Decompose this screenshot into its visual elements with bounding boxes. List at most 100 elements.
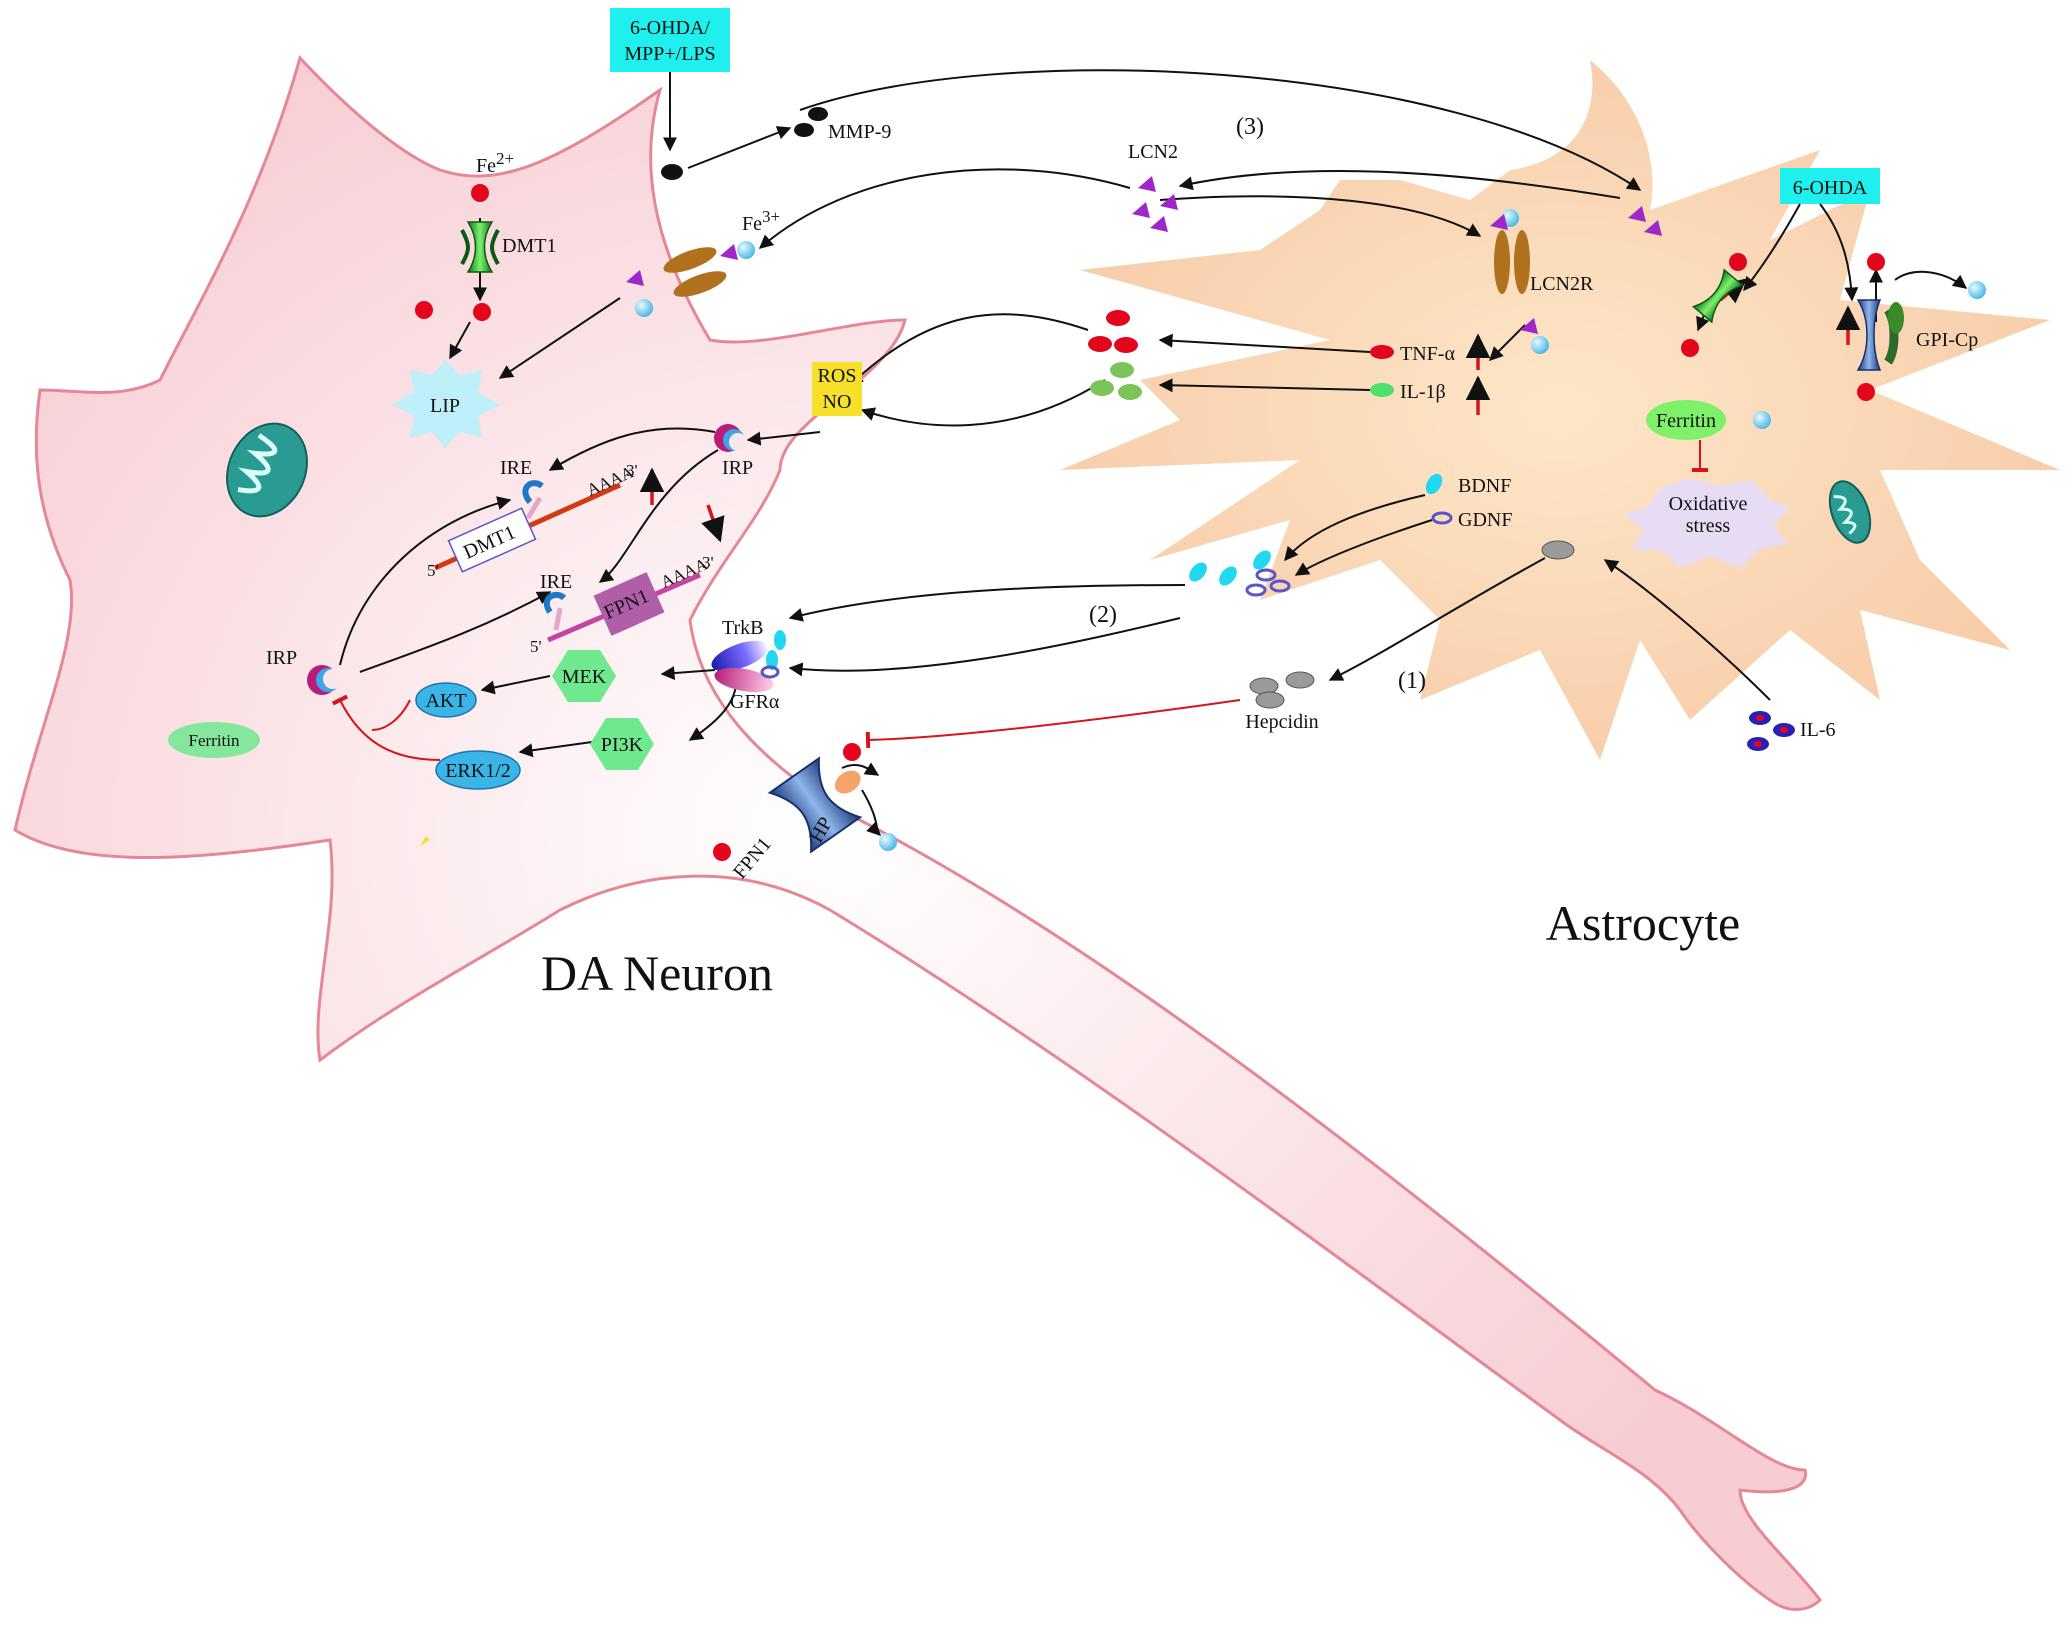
gpi-cp-shape (1888, 302, 1904, 334)
il1-molecule (1110, 362, 1134, 378)
hepcidin-label: Hepcidin (1245, 711, 1318, 733)
gdnf-molecule (1431, 511, 1453, 525)
arrow-bdnf-down (1284, 494, 1426, 562)
gdnf-molecule (1269, 579, 1291, 593)
dmt1-channel-astro (1691, 268, 1745, 324)
irp-right-label: IRP (722, 457, 753, 479)
hepcidin-group (1249, 540, 1575, 709)
three-bottom: 3' (702, 553, 714, 572)
mmp9-label: MMP-9 (828, 121, 891, 143)
ros-label: ROS (818, 365, 857, 387)
erk-label: ERK1/2 (445, 760, 511, 782)
il1-legend-dot (1370, 383, 1394, 397)
il6-group (1747, 711, 1795, 751)
il6-molecule (1780, 727, 1788, 733)
gpicp-label: GPI-Cp (1916, 329, 1978, 351)
fe2-dot (1681, 339, 1699, 357)
oxidative-stress-cloud (1624, 478, 1790, 568)
il1-molecule (1118, 384, 1142, 400)
arrow-irp-left-bottom (359, 591, 552, 673)
fe3-dot (737, 241, 755, 259)
erk-ellipse (435, 750, 521, 790)
down-arrow-fpn1 (701, 504, 725, 543)
lcn2-group (626, 176, 1662, 334)
irp-left (307, 665, 343, 695)
irp-right (714, 424, 747, 452)
arrow-neurotrophin-gfra (788, 617, 1181, 677)
inhibition-akt-line (371, 699, 411, 731)
mek-hexagon (552, 650, 616, 702)
arrow-fe-lip (449, 321, 471, 360)
fe3-dot (1531, 336, 1549, 354)
five-top: 5' (427, 561, 439, 580)
neuron-body (13, 55, 1822, 1611)
bdnf-molecule (1253, 550, 1271, 570)
arrow-il1-green (1158, 378, 1371, 393)
arrow-pi3k-erk (518, 741, 593, 758)
pathway-label-1: (1) (1398, 668, 1426, 694)
tnf-molecule (1088, 336, 1112, 352)
stimulus-astro-label: 6-OHDA (1793, 177, 1868, 199)
arrow-neurotrophin-trkb (788, 584, 1186, 622)
trkb-gfra-receptor (711, 630, 786, 693)
fe3-dot (635, 299, 653, 317)
stimulus-top-line2: MPP+/LPS (624, 43, 715, 65)
lcn2-triangle (1644, 220, 1662, 236)
pathway-label-3: (3) (1236, 114, 1264, 140)
pi3k-label: PI3K (601, 734, 644, 756)
lcn2-triangle (720, 244, 738, 260)
mmp9-molecule (661, 164, 683, 180)
neuron-mitochondrion (226, 422, 308, 518)
pathway-label-2: (2) (1089, 602, 1117, 628)
astrocyte-title: Astrocyte (1546, 895, 1740, 951)
five-bottom: 5' (530, 637, 542, 656)
kinase-group (415, 650, 654, 790)
arrow-tnf-red (1158, 333, 1371, 353)
arrow-to-mmp9 (687, 126, 792, 169)
dmt1-channel-neuron (460, 221, 500, 273)
lcn2-label: LCN2 (1128, 141, 1178, 163)
mmp9-molecule (794, 123, 814, 137)
yellow-mark (420, 836, 430, 846)
inhibition-group (331, 440, 1708, 761)
ire-top-label: IRE (500, 457, 532, 479)
lip-label: LIP (430, 395, 460, 417)
inhibition-erk-irp (331, 694, 441, 761)
arrow-fe3-lip (498, 297, 621, 379)
fe3-dot (1968, 281, 1986, 299)
arrow-green-ros (860, 379, 1106, 427)
lcn2-triangle (1138, 176, 1156, 192)
arrow-lcn2-fe3 (758, 168, 1131, 249)
lcn2-triangle (1132, 202, 1150, 218)
stimulus-box-top: 6-OHDA/ MPP+/LPS (610, 8, 730, 72)
pi3k-hexagon (590, 718, 654, 770)
fe2-dot (843, 743, 861, 761)
lip-star (392, 360, 500, 448)
lcn2-triangle (626, 270, 644, 286)
arrow-lcn2-tnf (1489, 324, 1526, 361)
lcn2-triangle (1628, 206, 1646, 222)
gdnf-molecule (1255, 568, 1277, 582)
arrow-6ohda-fpn (1819, 203, 1859, 302)
fe2-dot (1857, 383, 1875, 401)
fe2-dot (1729, 253, 1747, 271)
fe2-label: Fe2+ (476, 149, 514, 177)
ros-no-box (812, 362, 862, 416)
bdnf-molecule (1425, 473, 1443, 495)
fpn1-mrna (543, 572, 701, 643)
fe2-dot (473, 303, 491, 321)
lcn2r-receptor-neuron (663, 247, 727, 297)
mek-label: MEK (562, 666, 607, 688)
no-label: NO (823, 391, 852, 413)
arrow-irp-ire-top (548, 427, 716, 471)
fe3-dot (1753, 411, 1771, 429)
astrocyte-body (1060, 60, 2060, 760)
arrow-neuron-fpn1-fe (841, 762, 880, 776)
arrow-astro-hepcidin (1328, 557, 1546, 681)
three-top: 3' (626, 461, 638, 480)
arrow-6ohda-dmt1 (1743, 203, 1801, 292)
fe3-dot (879, 833, 897, 851)
hepcidin-molecule (1285, 671, 1315, 689)
